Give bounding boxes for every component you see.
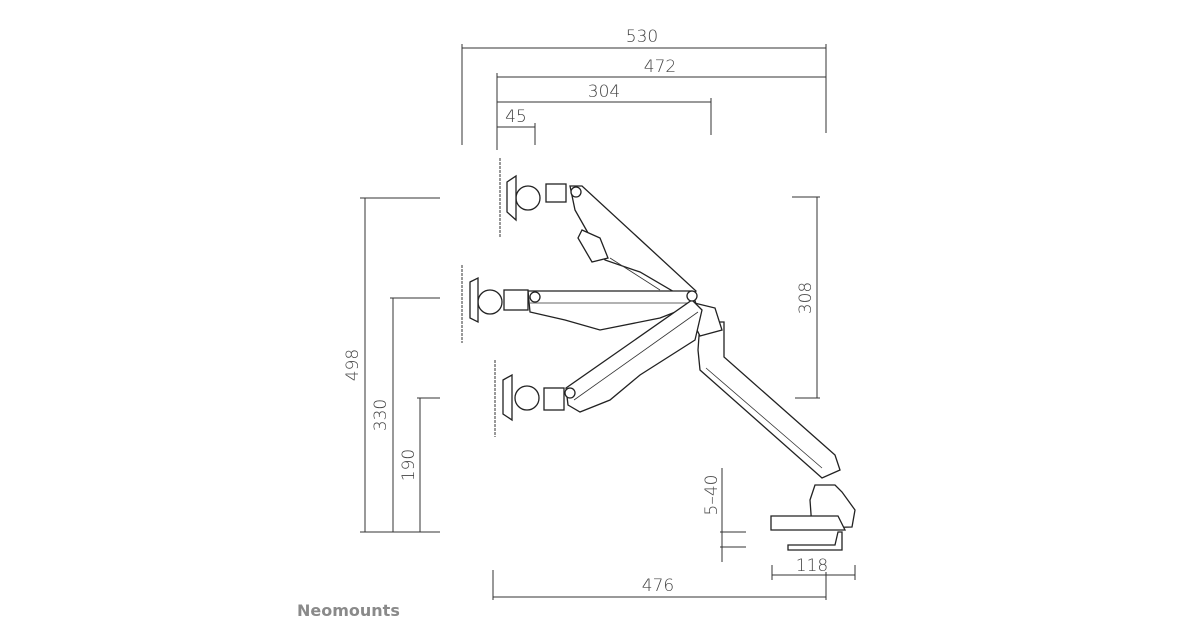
dim-308: 308: [792, 196, 820, 399]
dim-label-304: 304: [588, 82, 620, 102]
dim-label-476: 476: [642, 576, 674, 596]
dim-45: 45: [497, 107, 536, 145]
dim-label-190: 190: [399, 449, 419, 481]
dim-530: 530: [461, 27, 827, 145]
dim-label-498: 498: [343, 349, 363, 381]
dim-190: 190: [399, 397, 440, 532]
dim-label-530: 530: [626, 27, 658, 47]
dim-304: 304: [497, 82, 712, 135]
arm-middle-position: [461, 265, 697, 343]
dim-5-40: 5–40: [702, 468, 746, 562]
dim-476: 476: [492, 570, 827, 600]
arm-lower-position: [494, 299, 703, 437]
brand-logo: Neomounts: [297, 601, 400, 620]
arm-upper-position: [499, 158, 697, 301]
main-pivot: [686, 290, 698, 302]
dim-label-472: 472: [644, 57, 676, 77]
dim-472: 472: [496, 57, 826, 150]
dim-label-45: 45: [505, 107, 527, 127]
dim-118: 118: [771, 556, 856, 580]
dim-330: 330: [371, 297, 440, 532]
dim-label-330: 330: [371, 399, 391, 431]
dim-label-118: 118: [796, 556, 828, 576]
dim-label-308: 308: [796, 282, 816, 314]
dim-498: 498: [343, 197, 440, 533]
dim-label-5-40: 5–40: [702, 475, 722, 516]
